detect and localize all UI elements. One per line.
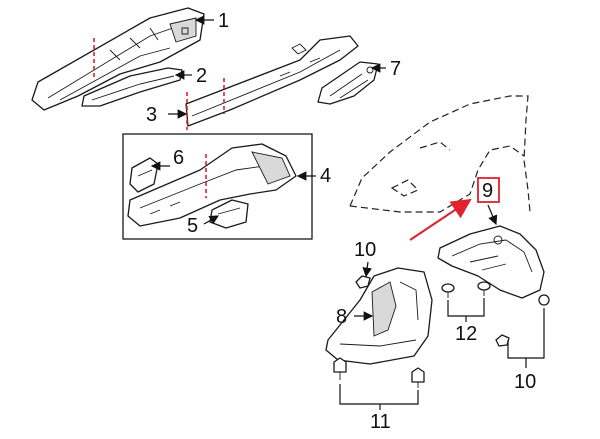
- part-2-bracket: [81, 67, 183, 107]
- callout-4: 4: [320, 165, 331, 187]
- callout-11: 11: [370, 411, 391, 433]
- callout-2: 2: [196, 65, 207, 87]
- part-4-wheelhouse: [127, 143, 297, 227]
- callout-9-highlight-box: [477, 177, 500, 203]
- callout-1: 1: [218, 10, 229, 32]
- fastener-10-upper: [355, 275, 371, 289]
- highlight-arrow: [409, 198, 472, 241]
- part-8-splash-shield: [325, 267, 433, 365]
- callout-8: 8: [336, 306, 347, 328]
- callout-6: 6: [173, 147, 184, 169]
- fastener-12-left: [441, 283, 455, 298]
- callout-5: 5: [187, 215, 198, 237]
- part-1-apron-rail: [31, 7, 205, 111]
- fastener-10-right-bottom: [495, 334, 510, 347]
- callout-7: 7: [390, 58, 401, 80]
- fastener-11-left: [333, 357, 347, 380]
- part-9-fender-liner: [437, 225, 545, 299]
- part-6-reinforcement: [129, 157, 159, 193]
- fastener-12-right: [477, 281, 491, 296]
- callout-3: 3: [146, 104, 157, 126]
- leader-lines: [150, 15, 545, 410]
- fastener-10-right-top: [538, 294, 550, 306]
- callout-10-lower: 10: [514, 371, 536, 393]
- callout-10-upper: 10: [354, 239, 376, 261]
- part-4-group-box: [122, 133, 313, 240]
- part-5-bracket: [209, 199, 249, 229]
- callout-9: 9: [482, 180, 493, 202]
- part-3-lower-rail: [185, 35, 359, 127]
- fender-outline: [349, 95, 531, 213]
- callout-12: 12: [455, 323, 477, 345]
- part-7-bracket: [317, 61, 379, 105]
- fastener-11-right: [411, 367, 425, 388]
